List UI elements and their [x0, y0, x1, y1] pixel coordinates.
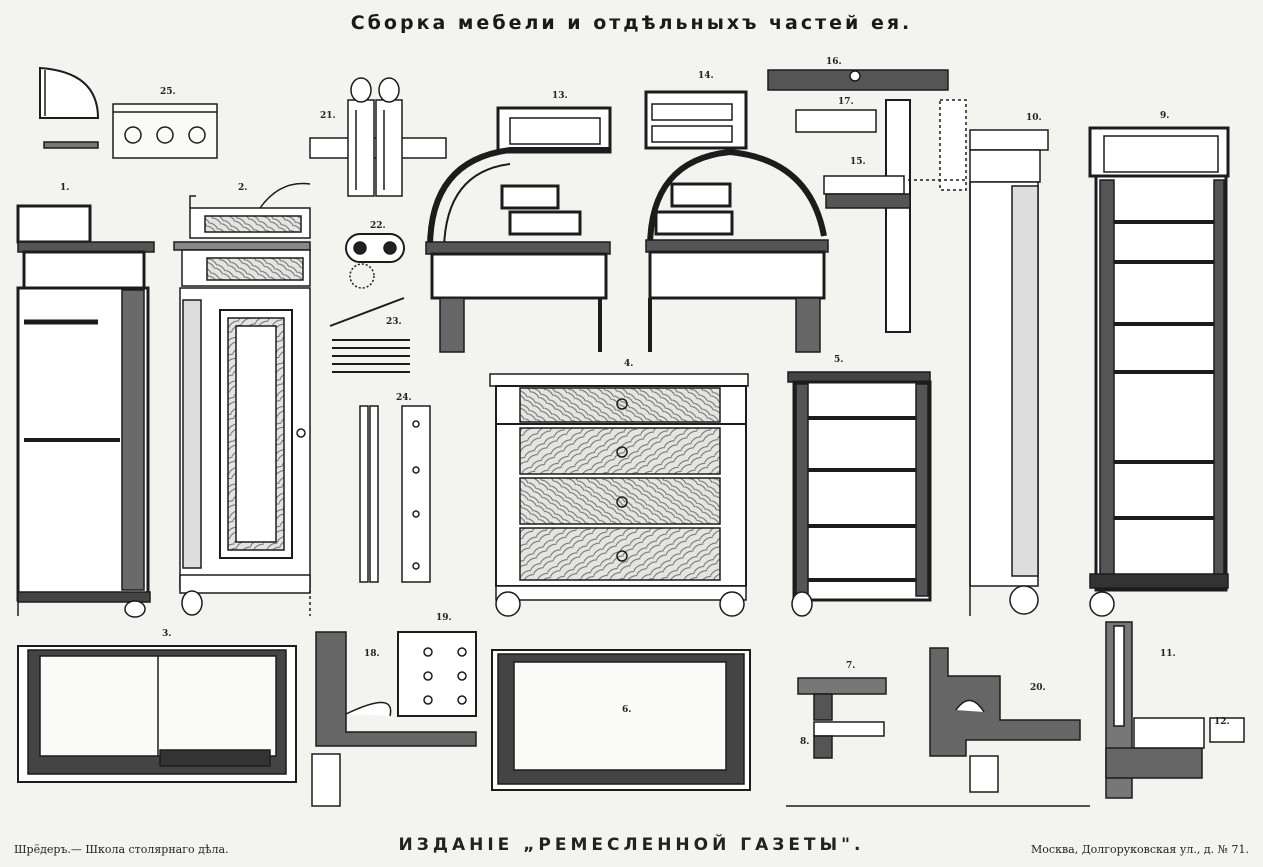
- label-fig-12: 12.: [1214, 717, 1230, 727]
- fig-18-19-hinge: [311, 631, 477, 807]
- label-fig-15: 15.: [850, 157, 866, 167]
- fig-14-arched-cabinet: [644, 90, 829, 353]
- label-fig-16: 16.: [826, 57, 842, 67]
- fig-6-plan: [491, 649, 751, 791]
- fig-25-detail-a: [39, 66, 100, 149]
- label-fig-21: 21.: [320, 111, 336, 121]
- fig-24-strips: [359, 405, 431, 583]
- footer-center: ИЗДАНІЕ „РЕМЕСЛЕННОЙ ГАЗЕТЫ".: [398, 835, 865, 855]
- fig-7-8-profiles: [786, 677, 1090, 807]
- label-fig-20: 20.: [1030, 683, 1046, 693]
- fig-16-bar: [767, 69, 949, 91]
- label-fig-6: 6.: [622, 705, 631, 715]
- label-fig-9: 9.: [1160, 111, 1169, 121]
- label-fig-23: 23.: [386, 317, 402, 327]
- label-fig-14: 14.: [698, 71, 714, 81]
- fig-23-rods: [329, 297, 410, 373]
- label-fig-11: 11.: [1160, 649, 1176, 659]
- fig-25-plate: [112, 103, 218, 159]
- label-fig-13: 13.: [552, 91, 568, 101]
- fig-13-arched-cabinet: [425, 106, 612, 353]
- figure-labels: 1. 2. 3. 4. 5. 6. 7. 8. 9. 10. 11. 12. 1…: [60, 57, 1230, 747]
- label-fig-3: 3.: [162, 629, 171, 639]
- fig-1-cabinet: [16, 204, 155, 618]
- label-fig-2: 2.: [238, 183, 247, 193]
- fig-20-profile: [929, 647, 1081, 793]
- fig-11-12-profile: [1105, 621, 1245, 799]
- fig-5-shelf: [787, 371, 932, 617]
- footer-right: Москва, Долгоруковская ул., д. № 71.: [1031, 843, 1249, 856]
- label-fig-7: 7.: [846, 661, 855, 671]
- label-fig-4: 4.: [624, 359, 633, 369]
- label-fig-22: 22.: [370, 221, 386, 231]
- label-fig-8: 8.: [800, 737, 809, 747]
- fig-22-dowels: [345, 233, 405, 289]
- fig-9-bookcase: [1088, 126, 1230, 617]
- label-fig-25: 25.: [160, 87, 176, 97]
- fig-2-wardrobe: [173, 182, 311, 616]
- label-fig-17: 17.: [838, 97, 854, 107]
- label-fig-5: 5.: [834, 355, 843, 365]
- fig-4-chest-of-drawers: [489, 373, 749, 617]
- label-fig-19: 19.: [436, 613, 452, 623]
- label-fig-18: 18.: [364, 649, 380, 659]
- label-fig-1: 1.: [60, 183, 69, 193]
- label-fig-10: 10.: [1026, 113, 1042, 123]
- fig-17-joint: [795, 99, 967, 333]
- fig-3-plan: [17, 645, 297, 783]
- fig-10-column: [969, 129, 1049, 616]
- fig-21-column: [309, 77, 447, 197]
- label-fig-24: 24.: [396, 393, 412, 403]
- footer-left: Шрёдеръ.— Школа столярнаго дѣла.: [14, 843, 229, 856]
- plate-title: Сборка мебели и отдѣльныхъ частей ея.: [350, 12, 913, 34]
